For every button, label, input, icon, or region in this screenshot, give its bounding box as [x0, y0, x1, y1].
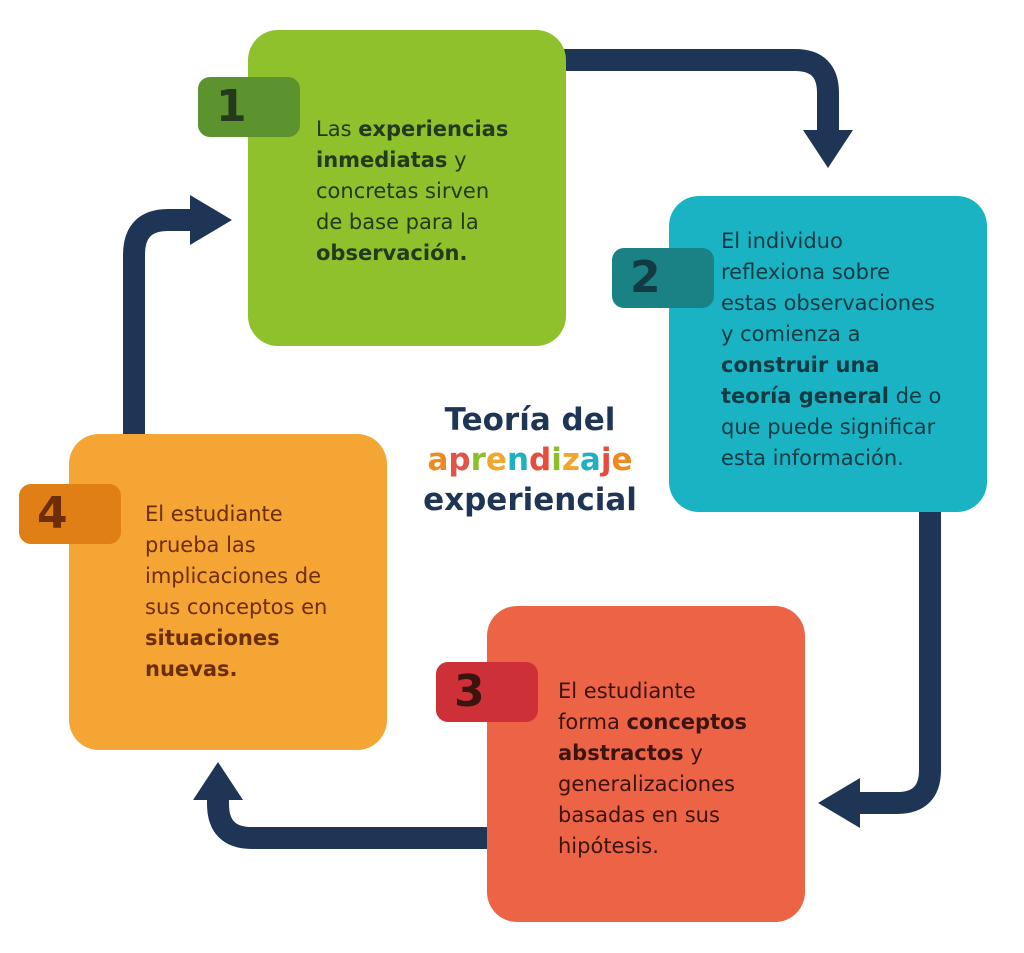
step-2-text: El individuo reflexiona sobre estas observ…: [721, 226, 983, 474]
step-4-card: [69, 434, 387, 750]
title-line-2: aprendizaje: [410, 440, 650, 480]
title-letter: a: [427, 442, 449, 478]
arrowhead-left-3: [818, 778, 860, 828]
title-letter: r: [470, 442, 486, 478]
title-letter: d: [529, 442, 552, 478]
step-2-badge: 2: [612, 248, 714, 308]
step-2-number: 2: [630, 252, 661, 303]
emphasis-text: teoría general: [721, 384, 889, 408]
emphasis-text: construir una: [721, 353, 880, 377]
body-text: El individuo: [721, 229, 843, 253]
title-letter: i: [551, 442, 562, 478]
step-4-badge: 4: [19, 484, 121, 544]
title-letter: j: [600, 442, 612, 478]
body-text: El estudiante: [558, 679, 696, 703]
step-1-line: de base para la: [316, 207, 556, 238]
step-2-line: y comienza a: [721, 319, 983, 350]
step-2-line: esta información.: [721, 443, 983, 474]
body-text: hipótesis.: [558, 834, 659, 858]
title-letter: e: [485, 442, 507, 478]
body-text: basadas en sus: [558, 803, 720, 827]
step-2-line: que puede significar: [721, 412, 983, 443]
emphasis-text: abstractos: [558, 741, 684, 765]
step-3-line: El estudiante: [558, 676, 798, 707]
emphasis-text: inmediatas: [316, 148, 448, 172]
body-text: El estudiante: [145, 502, 283, 526]
step-1-line: concretas sirven: [316, 176, 556, 207]
step-3-line: abstractos y: [558, 738, 798, 769]
arrow-2-to-3: [839, 501, 941, 814]
step-3-badge: 3: [436, 662, 538, 722]
body-text: concretas sirven: [316, 179, 490, 203]
emphasis-text: nuevas.: [145, 657, 238, 681]
step-3-card: [487, 606, 805, 922]
emphasis-text: experiencias: [358, 117, 509, 141]
body-text: y: [683, 741, 703, 765]
title-letter: e: [611, 442, 633, 478]
emphasis-text: situaciones: [145, 626, 280, 650]
body-text: de o: [888, 384, 942, 408]
step-4-line: sus conceptos en: [145, 592, 380, 623]
body-text: implicaciones de: [145, 564, 322, 588]
arrow-4-to-1: [123, 209, 211, 445]
title-letter: a: [579, 442, 601, 478]
emphasis-text: observación.: [316, 241, 468, 265]
body-text: esta información.: [721, 446, 904, 470]
body-text: que puede significar: [721, 415, 936, 439]
diagram-title: Teoría del aprendizaje experiencial: [410, 400, 650, 520]
body-text: de base para la: [316, 210, 479, 234]
body-text: generalizaciones: [558, 772, 735, 796]
step-3-number: 3: [454, 666, 485, 717]
title-line-3: experiencial: [423, 482, 637, 518]
step-4-line: prueba las: [145, 530, 380, 561]
body-text: forma: [558, 710, 627, 734]
step-3-line: basadas en sus: [558, 800, 798, 831]
arrowhead-down: [803, 130, 853, 168]
title-line-1: Teoría del: [444, 402, 616, 438]
step-4-line: El estudiante: [145, 499, 380, 530]
arrowhead-right-1: [190, 195, 232, 245]
step-2-line: estas observaciones: [721, 288, 983, 319]
arrow-3-to-4: [207, 779, 498, 849]
step-1-badge: 1: [198, 77, 300, 137]
step-4-number: 4: [37, 488, 68, 539]
title-letter: n: [506, 442, 530, 478]
step-1-line: observación.: [316, 238, 556, 269]
step-3-line: forma conceptos: [558, 707, 798, 738]
body-text: reflexiona sobre: [721, 260, 891, 284]
title-letter: z: [561, 442, 580, 478]
step-4-line: situaciones: [145, 623, 380, 654]
body-text: Las: [316, 117, 359, 141]
step-3-line: hipótesis.: [558, 831, 798, 862]
step-4-text: El estudiante prueba las implicaciones de s…: [145, 499, 380, 685]
step-2-line: construir una: [721, 350, 983, 381]
step-1-number: 1: [216, 81, 247, 132]
step-3-line: generalizaciones: [558, 769, 798, 800]
step-4-line: nuevas.: [145, 654, 380, 685]
body-text: prueba las: [145, 533, 256, 557]
body-text: y: [447, 148, 467, 172]
step-1-line: inmediatas y: [316, 145, 556, 176]
step-4-line: implicaciones de: [145, 561, 380, 592]
step-1-card: [248, 30, 566, 346]
step-2-line: El individuo: [721, 226, 983, 257]
title-letter: p: [448, 442, 471, 478]
emphasis-text: conceptos: [626, 710, 748, 734]
step-2-line: teoría general de o: [721, 381, 983, 412]
arrowhead-up: [193, 762, 243, 800]
step-1-line: Las experiencias: [316, 114, 556, 145]
step-2-line: reflexiona sobre: [721, 257, 983, 288]
body-text: sus conceptos en: [145, 595, 328, 619]
body-text: estas observaciones: [721, 291, 935, 315]
arrow-1-to-2: [554, 49, 839, 151]
body-text: y comienza a: [721, 322, 861, 346]
step-2-card: [669, 196, 987, 512]
